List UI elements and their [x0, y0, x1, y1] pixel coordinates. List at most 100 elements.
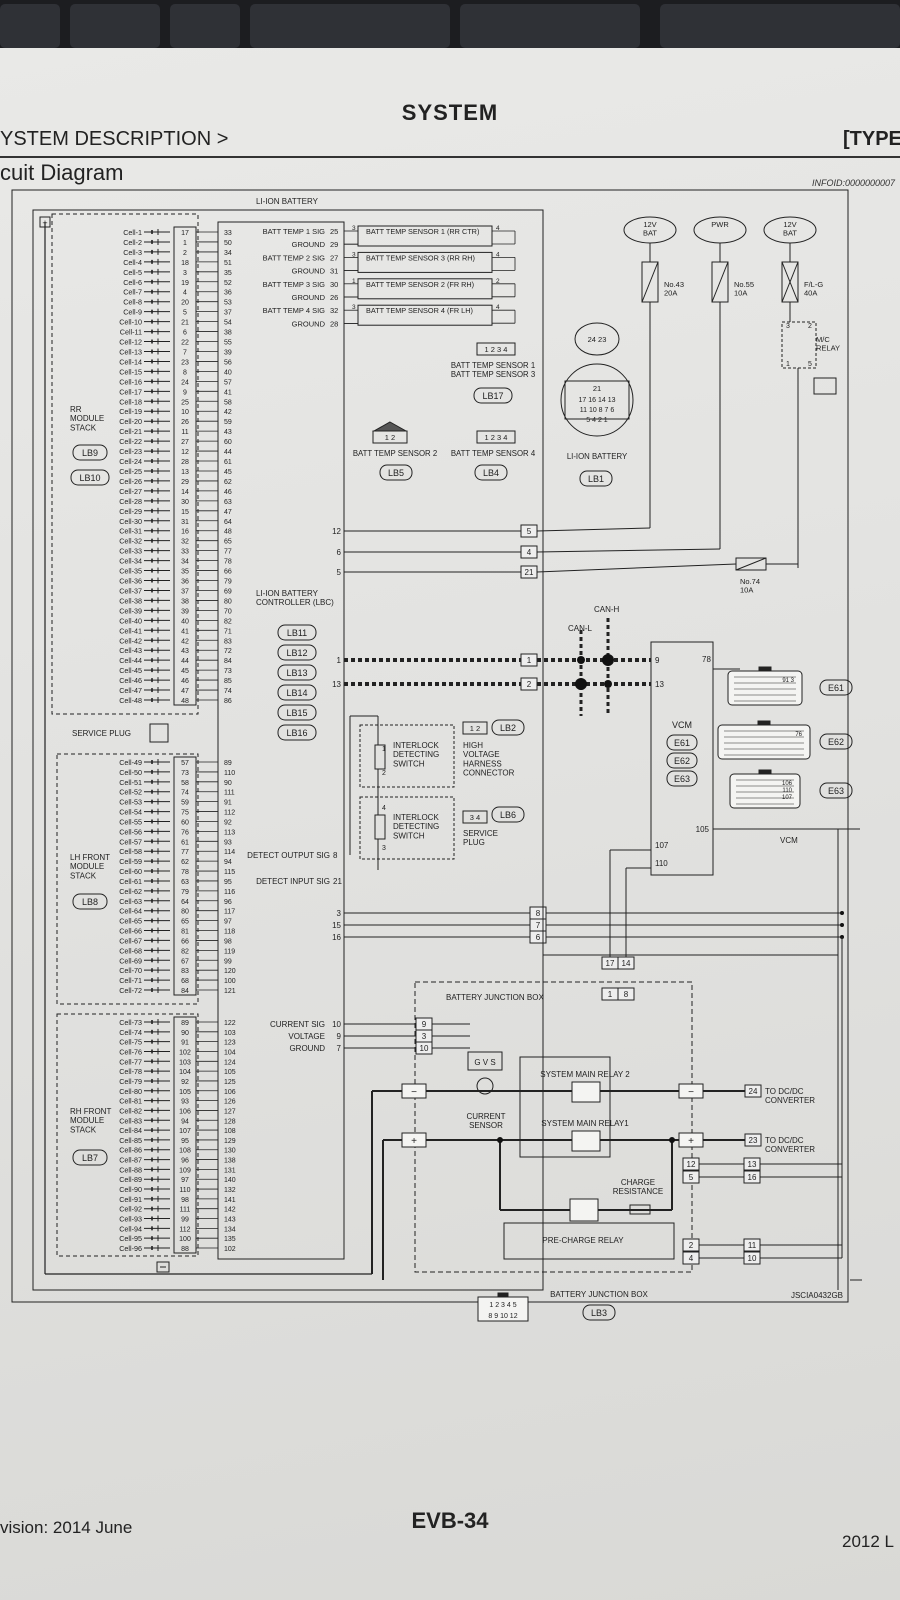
- lh-stack-pin-a: 75: [181, 810, 189, 817]
- keyboard-key: [70, 4, 160, 48]
- battery-title: LI-ION BATTERY: [256, 197, 319, 206]
- junction-box-label: BATTERY JUNCTION BOX: [446, 993, 544, 1002]
- lh-stack-pin-a: 57: [181, 760, 189, 767]
- rr-stack-cell-label: Cell-18: [119, 397, 142, 406]
- jb-inner-pin: 4: [689, 1254, 694, 1263]
- lh-stack-pin-a: 74: [181, 790, 189, 797]
- fuse-symbol: [711, 261, 729, 303]
- rr-stack-cell-label: Cell-5: [123, 268, 142, 277]
- keyboard-key: [250, 4, 450, 48]
- rr-stack-pin-a: 42: [181, 638, 189, 645]
- rh-stack-pin-b: 102: [224, 1246, 236, 1253]
- rr-stack-pin-b: 71: [224, 628, 232, 635]
- rr-stack-pin-a: 45: [181, 668, 189, 675]
- vcm-connector-tag-e61-oval: [819, 679, 853, 696]
- system-main-relay-2-label: SYSTEM MAIN RELAY 2: [540, 1070, 630, 1079]
- can-junction: [575, 678, 587, 690]
- dcdc-out-pin-box: [744, 1084, 762, 1098]
- lb3-pins-top: 1 2 3 4 5: [489, 1302, 516, 1309]
- lb6-connector-face: [462, 810, 488, 824]
- lh-stack-cell-label: Cell-72: [119, 986, 142, 995]
- lb2-code-oval: [491, 719, 525, 736]
- battery-plus-sign: +: [42, 218, 47, 228]
- lbc-connector-lb12: LB12: [286, 648, 307, 658]
- vcm-output-label: VCM: [780, 836, 798, 845]
- rr-stack-pin-a: 12: [181, 449, 189, 456]
- rr-stack-pin-a: 17: [181, 230, 189, 237]
- lh-stack-pin-a: 79: [181, 889, 189, 896]
- rr-stack-pin-a: 35: [181, 569, 189, 576]
- rh-stack-pin-a: 100: [179, 1236, 191, 1243]
- rr-stack-pin-b: 40: [224, 369, 232, 376]
- rr-stack-pin-b: 85: [224, 678, 232, 685]
- temp-sensor-pin: 3: [352, 251, 356, 258]
- rh-stack-pin-a: 95: [181, 1138, 189, 1145]
- lbc-connector-lb11-oval: [277, 624, 317, 641]
- rh-stack-pin-b: 123: [224, 1040, 236, 1047]
- temp-signal-pin: 31: [330, 267, 338, 276]
- rr-stack-cell-label: Cell-20: [119, 417, 142, 426]
- lh-stack-cell-label: Cell-50: [119, 768, 142, 777]
- lh-stack-pin-b: 110: [224, 770, 235, 777]
- rr-stack-pin-b: 66: [224, 569, 232, 576]
- vcm-pin: 13: [655, 680, 664, 689]
- rh-stack-cell-label: Cell-83: [119, 1116, 142, 1125]
- rr-stack-cell-label: Cell-23: [119, 447, 142, 456]
- jb-top-pin-box: [617, 987, 635, 1001]
- junction-box-outline: [414, 981, 693, 1273]
- keyboard-key: [660, 4, 900, 48]
- temp-sensor-name: BATT TEMP SENSOR 3 (RR RH): [366, 253, 475, 262]
- rh-stack-pin-a: 103: [179, 1059, 191, 1066]
- rh-stack-cell-label: Cell-74: [119, 1028, 142, 1037]
- lbc-connector-lb14-oval: [277, 684, 317, 701]
- rh-stack-cell-label: Cell-77: [119, 1057, 142, 1066]
- rr-stack-pin-b: 58: [224, 399, 232, 406]
- rr-stack-pin-a: 48: [181, 698, 189, 705]
- rr-stack-cell-label: Cell-13: [119, 347, 142, 356]
- rh-stack-cell-label: Cell-94: [119, 1224, 142, 1233]
- lh-stack-pin-b: 121: [224, 988, 236, 995]
- jb-outer-pin: 13: [748, 1160, 757, 1169]
- rh-stack-pin-b: 108: [224, 1128, 236, 1135]
- temp-signal-label: BATT TEMP 2 SIG: [263, 253, 326, 262]
- rr-stack-pin-b: 59: [224, 419, 232, 426]
- current-sensor-jb-pin: 3: [422, 1032, 427, 1041]
- lb1-pins-c: 17 16 14 13: [579, 397, 616, 404]
- lb1-signal-pin: 21: [525, 568, 534, 577]
- rr-stack-pin-a: 41: [181, 628, 189, 635]
- temp-sensor-box: [357, 278, 493, 300]
- rr-stack-cell-label: Cell-41: [119, 626, 142, 635]
- temp-signal-label: BATT TEMP 3 SIG: [263, 280, 326, 289]
- rh-stack-pin-b: 129: [224, 1138, 236, 1145]
- rr-stack-pin-b: 34: [224, 250, 232, 257]
- lb1-signal-pin: 1: [527, 656, 532, 665]
- rr-stack-pin-a: 40: [181, 618, 189, 625]
- lh-stack-outline: [56, 753, 199, 1005]
- lbc-signal-pin: 6: [337, 548, 342, 557]
- can-h-label: CAN-H: [594, 605, 620, 614]
- rh-stack-pin-a: 98: [181, 1197, 189, 1204]
- jb-top-pin: 8: [624, 990, 629, 999]
- section-subtitle: cuit Diagram: [0, 160, 124, 185]
- rh-stack-pin-a: 90: [181, 1030, 189, 1037]
- rh-stack-cell-label: Cell-91: [119, 1195, 142, 1204]
- rh-stack-pin-a: 109: [179, 1167, 191, 1174]
- lh-stack-connector-body: [173, 756, 197, 996]
- rr-stack-pin-b: 42: [224, 409, 232, 416]
- rr-stack-pin-a: 47: [181, 688, 189, 695]
- lh-stack-pin-b: 115: [224, 869, 235, 876]
- relay-pin: 3: [786, 323, 790, 330]
- rh-stack-cell-label: Cell-95: [119, 1234, 142, 1243]
- rr-stack-pin-b: 80: [224, 598, 232, 605]
- rh-stack-cell-label: Cell-82: [119, 1106, 142, 1115]
- temp-signal-pin: 29: [330, 240, 338, 249]
- current-sensor-gvs: G V S: [474, 1058, 495, 1067]
- lh-stack-pin-a: 68: [181, 978, 189, 985]
- lbc-connector-lb13-oval: [277, 664, 317, 681]
- temp-signal-pin: 28: [330, 319, 338, 328]
